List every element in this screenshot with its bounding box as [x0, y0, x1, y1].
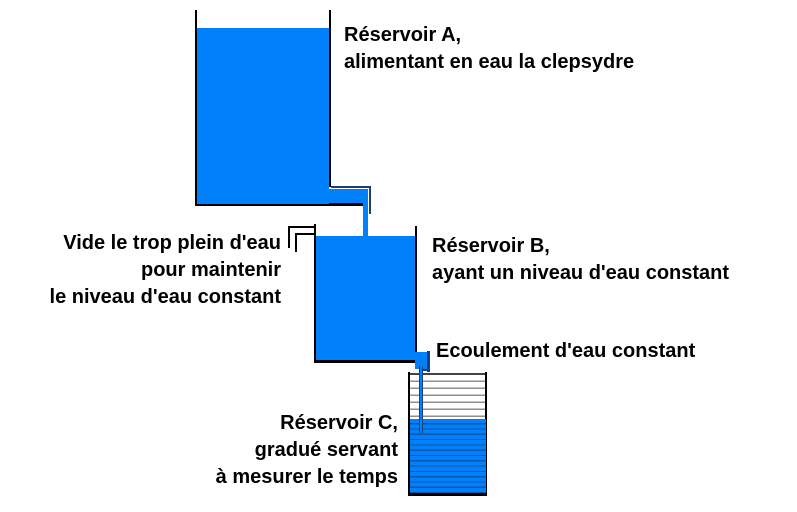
- tank-b-outlet-bottom-edge: [423, 368, 430, 371]
- tank-a-outlet-pipe: [329, 189, 368, 203]
- tank-c-left-wall: [408, 372, 410, 496]
- tank-b-outlet-right-edge: [427, 351, 430, 372]
- label-reservoir-a-line1: Réservoir A,: [344, 24, 462, 46]
- label-reservoir-b-line2: ayant un niveau d'eau constant: [432, 262, 730, 284]
- tank-c-water: [410, 419, 486, 493]
- label-overflow-line2: pour maintenir: [140, 259, 281, 281]
- tank-a-left-wall: [195, 10, 197, 206]
- tank-b-left-wall: [314, 224, 316, 361]
- overflow-spout-outer-horizontal: [288, 226, 315, 228]
- tank-b-water: [316, 236, 415, 360]
- tank-a-outlet-right-edge: [368, 185, 371, 214]
- label-reservoir-a-line2: alimentant en eau la clepsydre: [344, 51, 635, 73]
- label-reservoir-c-line3: à mesurer le temps: [215, 466, 398, 488]
- tank-c-graduations-empty: [410, 375, 485, 419]
- label-reservoir-c-line2: gradué servant: [254, 439, 398, 461]
- label-reservoir-a: Réservoir A, alimentant en eau la clepsy…: [344, 22, 634, 76]
- tank-b-bottom: [314, 359, 416, 363]
- tank-b-right-wall: [415, 226, 417, 353]
- label-reservoir-c-line1: Réservoir C,: [280, 412, 398, 434]
- label-reservoir-b: Réservoir B, ayant un niveau d'eau const…: [432, 233, 729, 287]
- tank-a-water: [197, 28, 329, 204]
- label-flow: Ecoulement d'eau constant: [436, 338, 695, 365]
- label-overflow: Vide le trop plein d'eau pour maintenir …: [0, 230, 281, 311]
- tank-c-right-wall: [485, 372, 487, 496]
- label-overflow-line3: le niveau d'eau constant: [49, 286, 281, 308]
- tank-c-bottom: [408, 493, 487, 496]
- overflow-spout-outer-vertical: [288, 226, 290, 248]
- label-reservoir-b-line1: Réservoir B,: [432, 235, 550, 257]
- tank-c-rim-line: [410, 373, 485, 375]
- label-overflow-line1: Vide le trop plein d'eau: [63, 232, 281, 254]
- overflow-spout-inner-horizontal: [294, 232, 315, 235]
- tank-a-right-wall: [329, 10, 331, 187]
- overflow-spout-inner-vertical: [294, 232, 297, 252]
- stream-b-to-c: [418, 366, 423, 433]
- tank-a-outlet-top-edge: [331, 185, 371, 188]
- stream-a-to-b: [362, 203, 368, 237]
- label-flow-line1: Ecoulement d'eau constant: [436, 340, 696, 362]
- tank-b-outlet-pipe: [415, 352, 427, 369]
- tank-a-bottom: [195, 203, 363, 206]
- label-reservoir-c: Réservoir C, gradué servant à mesurer le…: [150, 410, 398, 491]
